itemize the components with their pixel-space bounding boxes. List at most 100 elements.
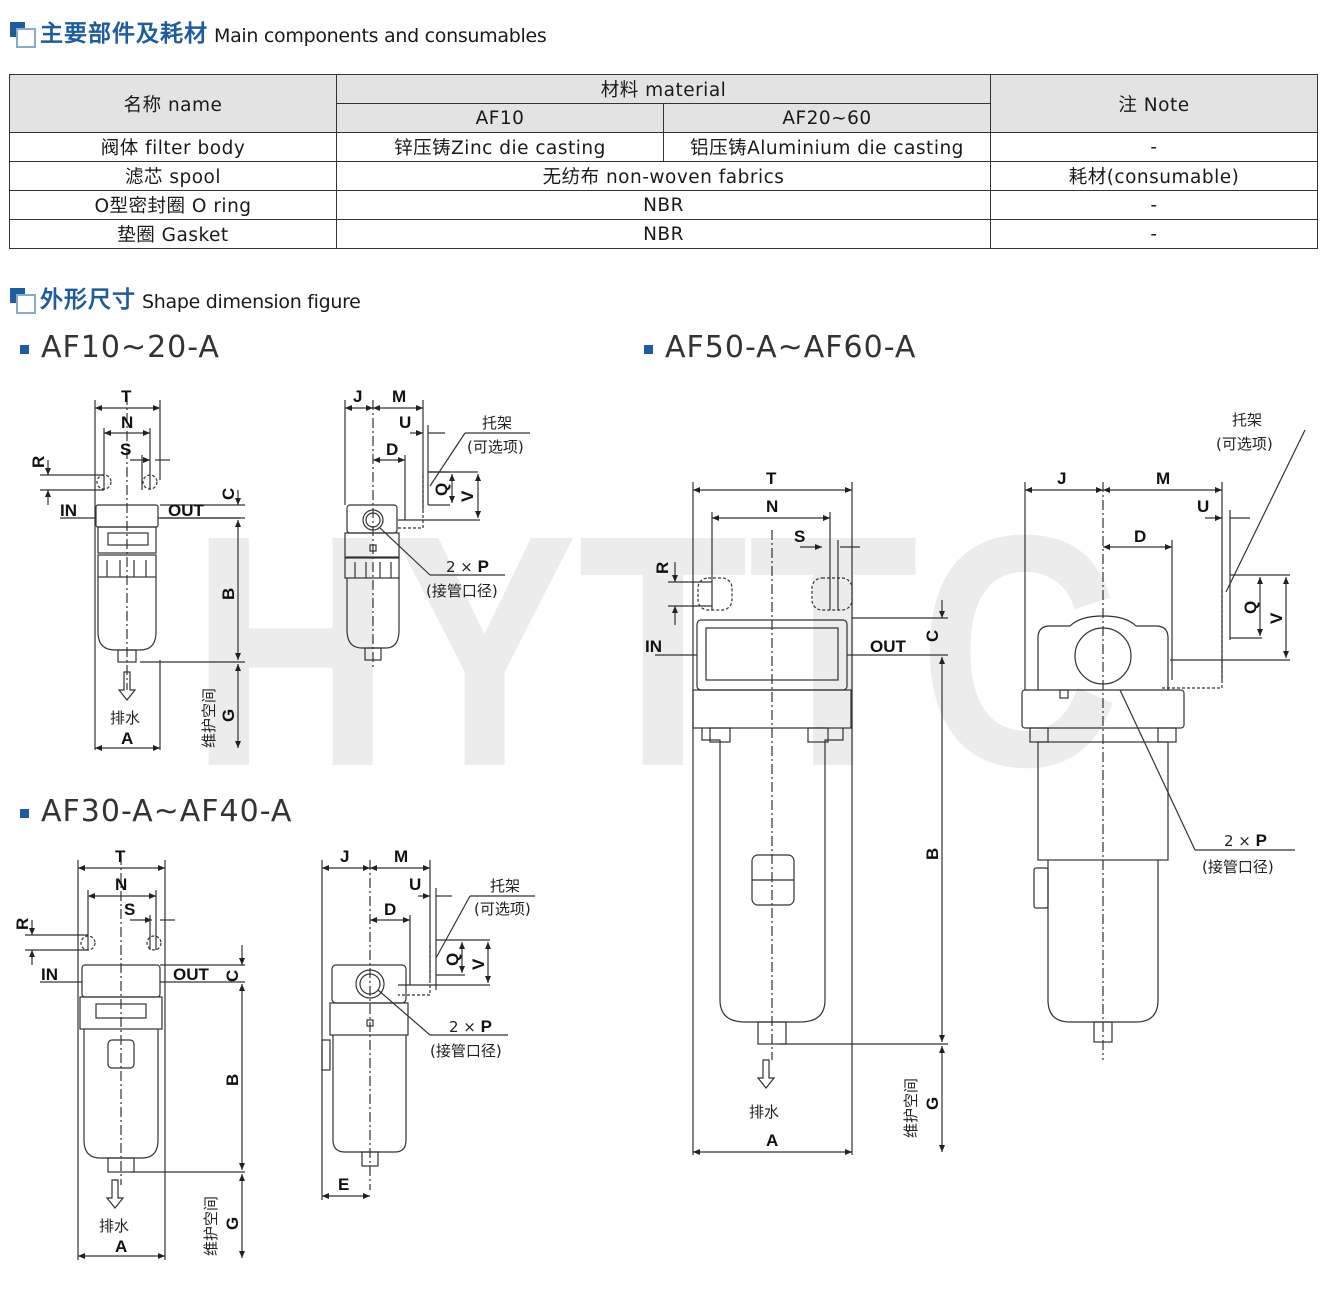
components-table: 名称 name 材料 material 注 Note AF10 AF20~60 … bbox=[9, 74, 1319, 249]
dim-G: G bbox=[219, 709, 238, 722]
drain-label: 排水 bbox=[749, 1103, 779, 1121]
dim-J: J bbox=[1057, 469, 1066, 488]
model-small-label: AF10~20-A bbox=[41, 330, 220, 365]
table-row: 垫圈 Gasket NBR - bbox=[9, 219, 1319, 249]
model-medium-label: AF30-A~AF40-A bbox=[41, 794, 293, 829]
af10-side-labels: J M U D Q V 托架 (可选项) 2 × P (接管口径) bbox=[353, 387, 524, 600]
model-title-medium: AF30-A~AF40-A bbox=[20, 794, 292, 829]
af10-front-view bbox=[40, 395, 245, 751]
dim-T: T bbox=[115, 847, 126, 866]
dim-A: A bbox=[121, 729, 133, 748]
bracket-label: 托架 bbox=[1232, 411, 1262, 429]
dim-C: C bbox=[219, 488, 238, 500]
cell-note: 耗材(consumable) bbox=[990, 161, 1319, 191]
port-size-label: (接管口径) bbox=[1202, 858, 1274, 876]
dim-U: U bbox=[399, 413, 411, 432]
bracket-option-label: (可选项) bbox=[474, 900, 531, 918]
dim-V: V bbox=[1267, 612, 1286, 624]
bracket-option-label: (可选项) bbox=[467, 438, 524, 456]
dim-G: G bbox=[923, 1097, 942, 1110]
cell-material: NBR bbox=[335, 219, 992, 249]
af30-side-labels: J M U D Q V 托架 (可选项) 2 × P (接管口径) E bbox=[338, 847, 531, 1194]
port-count-label: 2 × P bbox=[446, 557, 489, 576]
dim-T: T bbox=[766, 469, 777, 488]
af30-front-view bbox=[25, 855, 245, 1260]
dim-R: R bbox=[653, 562, 672, 574]
dim-S: S bbox=[120, 440, 131, 459]
col-name-header: 名称 name bbox=[9, 74, 337, 133]
table-row: 阀体 filter body 锌压铸Zinc die casting 铝压铸Al… bbox=[9, 132, 1319, 162]
table-row: 滤芯 spool 无纺布 non-woven fabrics 耗材(consum… bbox=[9, 161, 1319, 191]
dim-D: D bbox=[384, 900, 396, 919]
af50-front-view bbox=[655, 482, 948, 1155]
af50-side-labels: J M U D Q V 托架 (可选项) 2 × P (接管口径) bbox=[1057, 411, 1286, 876]
dim-B: B bbox=[219, 588, 238, 600]
col-af10-header: AF10 bbox=[336, 103, 664, 133]
model-title-large: AF50-A~AF60-A bbox=[644, 330, 916, 365]
dim-S: S bbox=[794, 527, 805, 546]
bracket-label: 托架 bbox=[490, 877, 520, 895]
bracket-option-label: (可选项) bbox=[1216, 435, 1273, 453]
cell-material: NBR bbox=[335, 190, 992, 220]
dim-R: R bbox=[13, 918, 32, 930]
in-label: IN bbox=[41, 965, 58, 984]
dim-U: U bbox=[1197, 497, 1209, 516]
dim-M: M bbox=[394, 847, 408, 866]
out-label: OUT bbox=[173, 965, 210, 984]
dim-V: V bbox=[469, 958, 488, 970]
dim-B: B bbox=[223, 1074, 242, 1086]
col-note-header: 注 Note bbox=[990, 74, 1319, 133]
dim-S: S bbox=[124, 900, 135, 919]
dim-V: V bbox=[458, 490, 477, 502]
watermark: HYTTC bbox=[190, 466, 1120, 835]
section-icon bbox=[10, 288, 36, 314]
dim-Q: Q bbox=[1241, 601, 1260, 614]
port-size-label: (接管口径) bbox=[426, 582, 498, 600]
dim-G: G bbox=[223, 1217, 242, 1230]
model-large-label: AF50-A~AF60-A bbox=[665, 330, 917, 365]
dim-T: T bbox=[121, 387, 132, 406]
maintenance-label: 维护空间 bbox=[200, 688, 218, 748]
in-label: IN bbox=[645, 637, 662, 656]
components-section-header: 主要部件及耗材 Main components and consumables bbox=[10, 14, 547, 48]
col-af20-60-header: AF20~60 bbox=[662, 103, 992, 133]
table-subheader-row: AF10 AF20~60 bbox=[10, 103, 1318, 133]
section-icon bbox=[10, 22, 36, 48]
dim-N: N bbox=[766, 497, 778, 516]
bullet-icon bbox=[20, 809, 29, 818]
dim-N: N bbox=[115, 875, 127, 894]
table-row: O型密封圈 O ring NBR - bbox=[9, 190, 1319, 220]
dim-M: M bbox=[392, 387, 406, 406]
dim-A: A bbox=[115, 1237, 127, 1256]
in-label: IN bbox=[60, 501, 77, 520]
cell-note: - bbox=[990, 190, 1319, 220]
dimension-title-en: Shape dimension figure bbox=[142, 291, 361, 313]
components-title-zh: 主要部件及耗材 bbox=[40, 21, 208, 47]
col-material-header: 材料 material bbox=[335, 74, 992, 104]
bracket-label: 托架 bbox=[482, 414, 512, 432]
dim-D: D bbox=[386, 440, 398, 459]
model-title-small: AF10~20-A bbox=[20, 330, 220, 365]
port-size-label: (接管口径) bbox=[430, 1042, 502, 1060]
af10-side-view bbox=[344, 400, 530, 670]
table-header-row: 名称 name 材料 material 注 Note bbox=[9, 74, 1319, 133]
components-title-en: Main components and consumables bbox=[214, 25, 547, 47]
dim-C: C bbox=[223, 970, 242, 982]
cell-name: 垫圈 Gasket bbox=[9, 219, 337, 249]
cell-note: - bbox=[990, 219, 1319, 249]
dim-N: N bbox=[121, 413, 133, 432]
drain-label: 排水 bbox=[110, 709, 140, 727]
dim-Q: Q bbox=[443, 953, 462, 966]
cell-af20-60: 铝压铸Aluminium die casting bbox=[662, 132, 992, 162]
af10-front-labels: T N S R IN OUT C B G 维护空间 排水 A bbox=[29, 387, 238, 748]
dim-A: A bbox=[766, 1131, 778, 1150]
maintenance-label: 维护空间 bbox=[902, 1078, 920, 1138]
af30-front-labels: T N S R IN OUT C B G 维护空间 排水 A bbox=[13, 847, 242, 1256]
dim-E: E bbox=[338, 1175, 349, 1194]
dim-Q: Q bbox=[432, 483, 451, 496]
port-count-label: 2 × P bbox=[1224, 831, 1267, 850]
dim-M: M bbox=[1156, 469, 1170, 488]
maintenance-label: 维护空间 bbox=[202, 1196, 220, 1256]
af50-front-labels: T N S R IN OUT C B G 维护空间 排水 A bbox=[645, 469, 942, 1150]
